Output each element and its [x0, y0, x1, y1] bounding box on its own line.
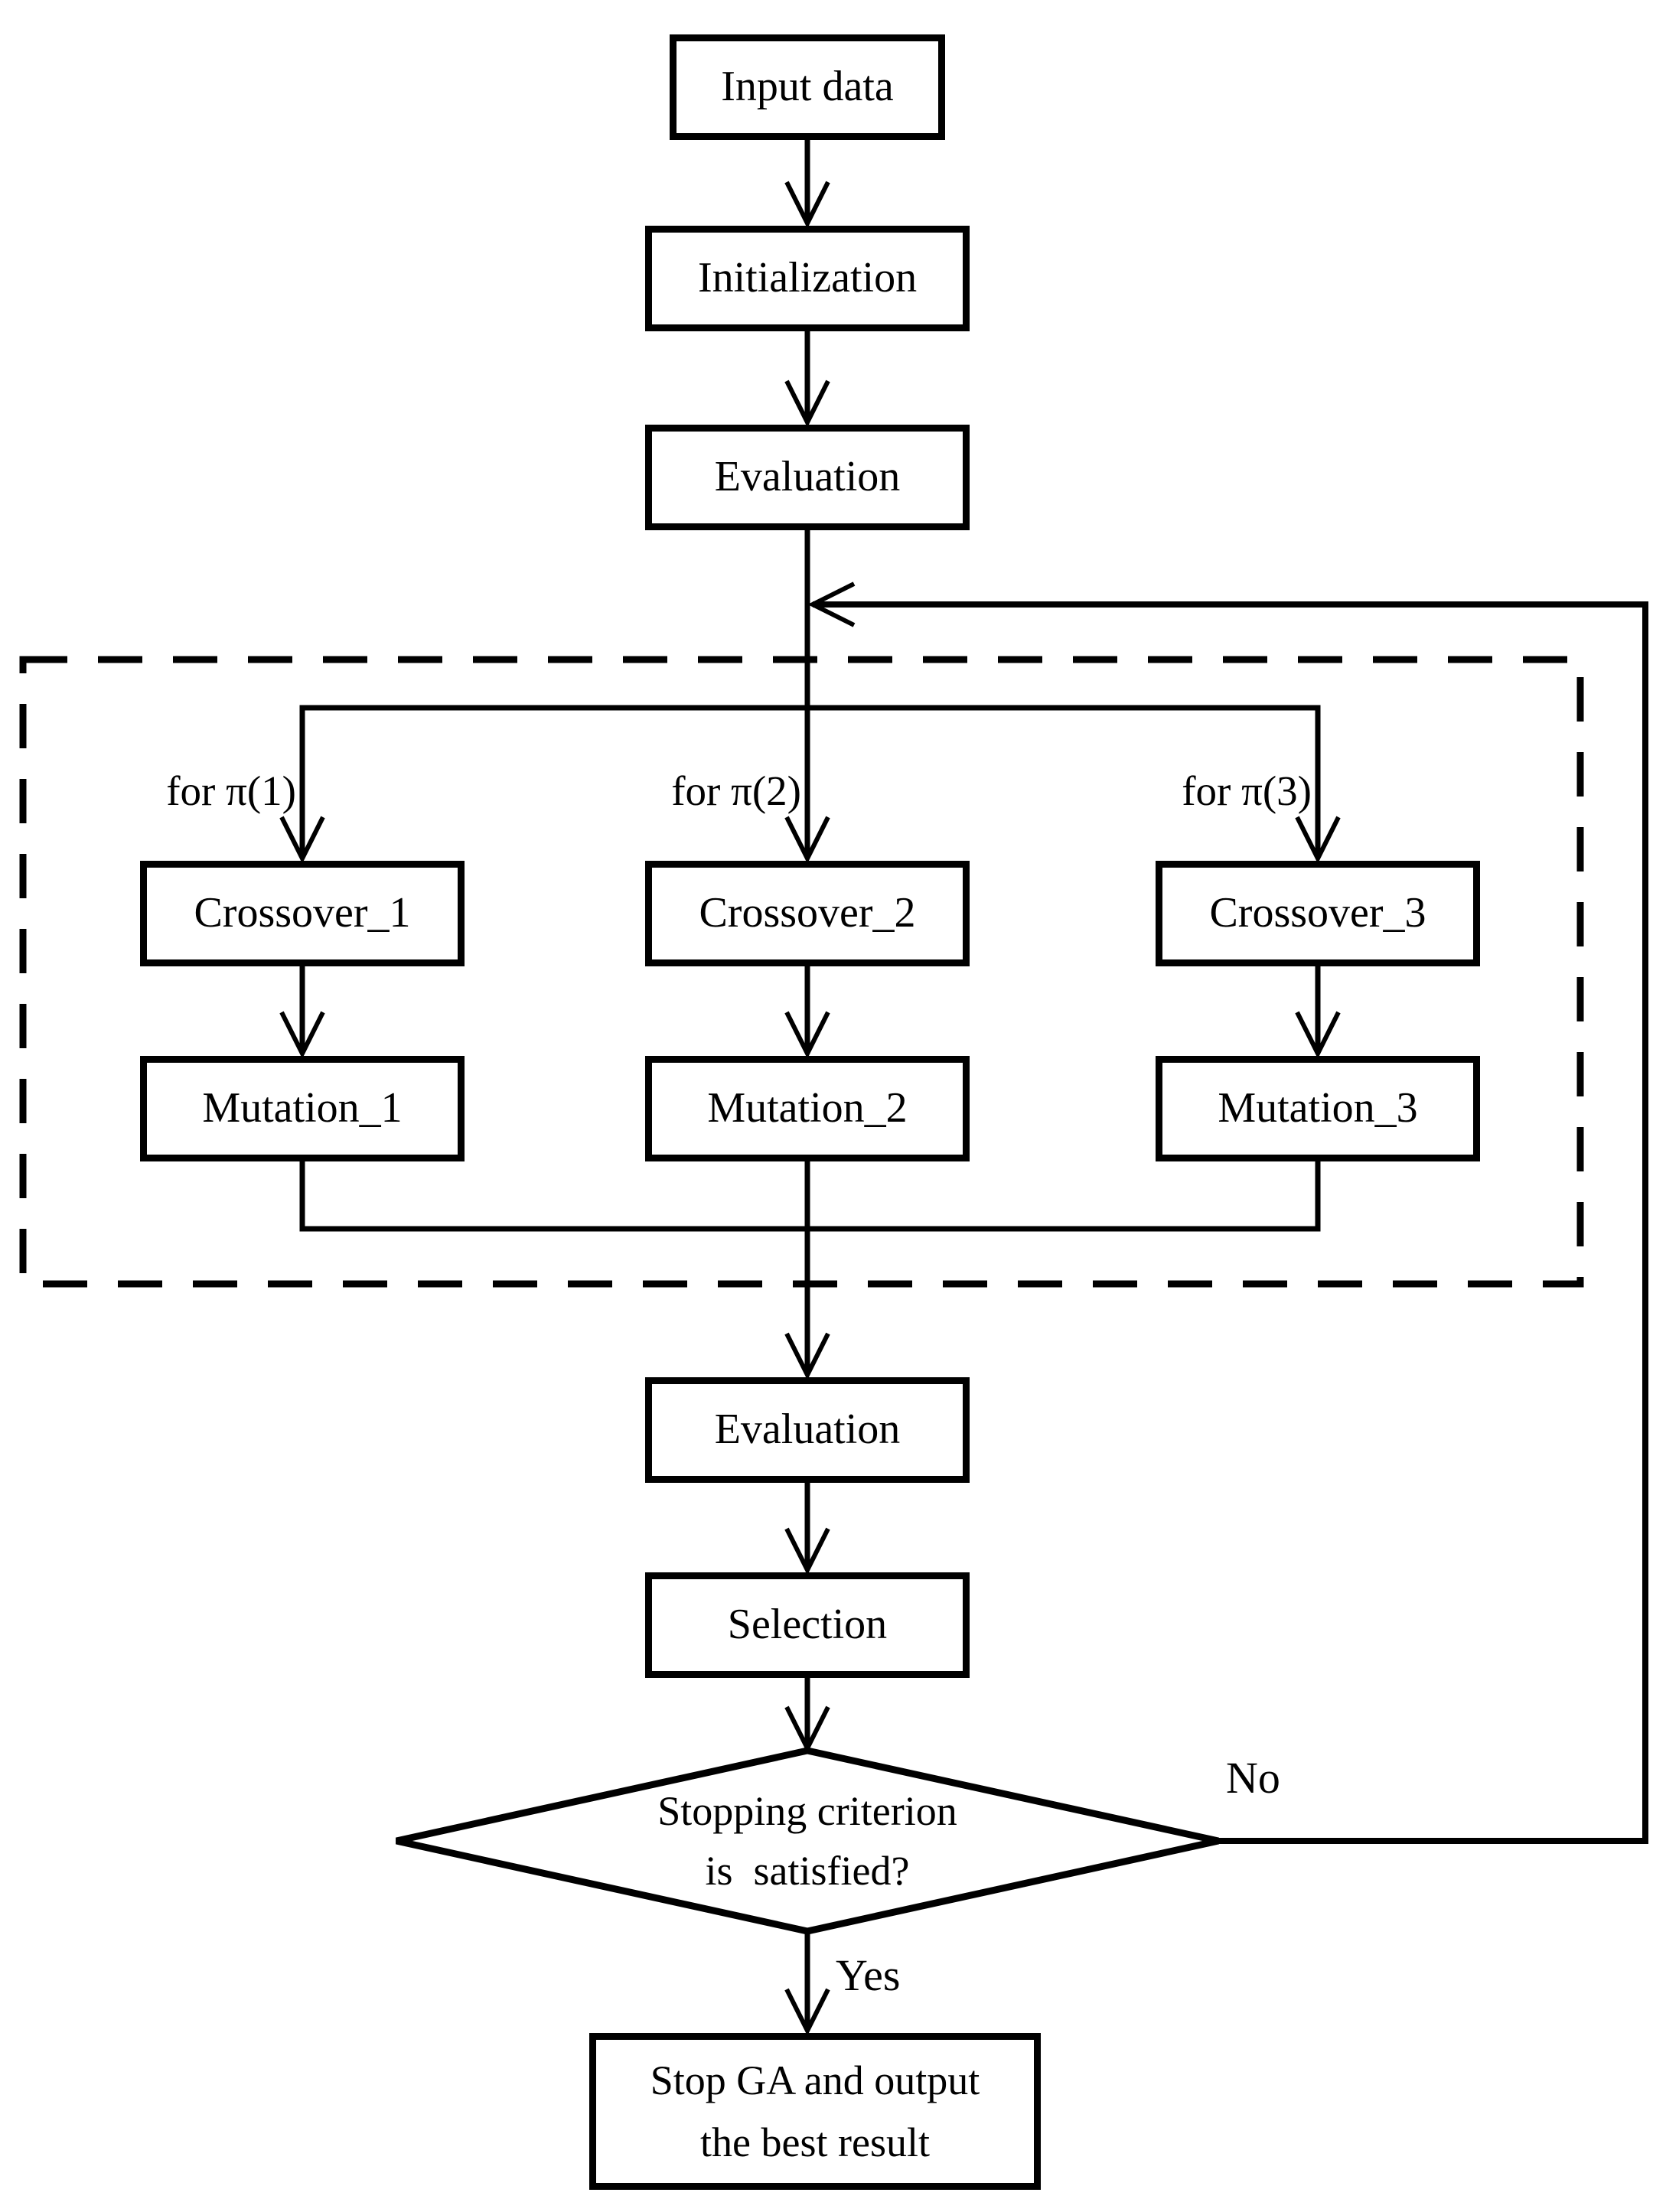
- arrowhead-into-selection: [784, 1527, 830, 1575]
- arrowhead-into-stop: [784, 1988, 830, 2036]
- connector-branch-split: [299, 705, 1321, 857]
- edge-label-yes: Yes: [836, 1950, 901, 2000]
- arrowhead-into-initialization: [784, 181, 830, 229]
- decision-diamond-text: Stopping criterion is satisfied?: [536, 1780, 1079, 1902]
- arrowhead-into-mutation3: [1295, 1011, 1341, 1059]
- arrowhead-into-evaluation-bottom: [784, 1332, 830, 1380]
- arrowhead-into-crossover1: [279, 816, 325, 864]
- diamond-shape: [396, 1747, 1219, 1935]
- arrowhead-into-evaluation-top: [784, 380, 830, 428]
- node-evaluation-top: Evaluation: [645, 425, 970, 530]
- arrowhead-into-mutation1: [279, 1011, 325, 1059]
- dashed-region-border: [19, 656, 1584, 1288]
- arrowhead-into-crossover3: [1295, 816, 1341, 864]
- arrowhead-into-crossover2: [784, 816, 830, 864]
- decision-line-2: is satisfied?: [705, 1848, 910, 1894]
- branch-label-pi2: for π(2): [671, 767, 801, 814]
- node-crossover-2: Crossover_2: [645, 861, 970, 966]
- branch-label-pi1: for π(1): [166, 767, 296, 814]
- decision-line-1: Stopping criterion: [657, 1787, 957, 1834]
- node-crossover-3: Crossover_3: [1156, 861, 1480, 966]
- node-initialization: Initialization: [645, 226, 970, 331]
- arrowhead-into-decision: [784, 1705, 830, 1754]
- arrowhead-into-mutation2: [784, 1011, 830, 1059]
- node-stop-output: Stop GA and output the best result: [589, 2033, 1041, 2190]
- edge-label-no: No: [1226, 1753, 1280, 1803]
- node-input-data: Input data: [670, 34, 945, 140]
- node-mutation-1: Mutation_1: [140, 1056, 465, 1161]
- node-evaluation-bottom: Evaluation: [645, 1377, 970, 1483]
- node-mutation-3: Mutation_3: [1156, 1056, 1480, 1161]
- branch-label-pi3: for π(3): [1182, 767, 1312, 814]
- connector-no-feedback-loop: [813, 601, 1648, 1844]
- stop-line-1: Stop GA and output: [650, 2057, 980, 2103]
- node-selection: Selection: [645, 1572, 970, 1678]
- node-mutation-2: Mutation_2: [645, 1056, 970, 1161]
- node-crossover-1: Crossover_1: [140, 861, 465, 966]
- arrowhead-feedback-into-mainline: [807, 582, 856, 627]
- stop-line-2: the best result: [700, 2119, 930, 2165]
